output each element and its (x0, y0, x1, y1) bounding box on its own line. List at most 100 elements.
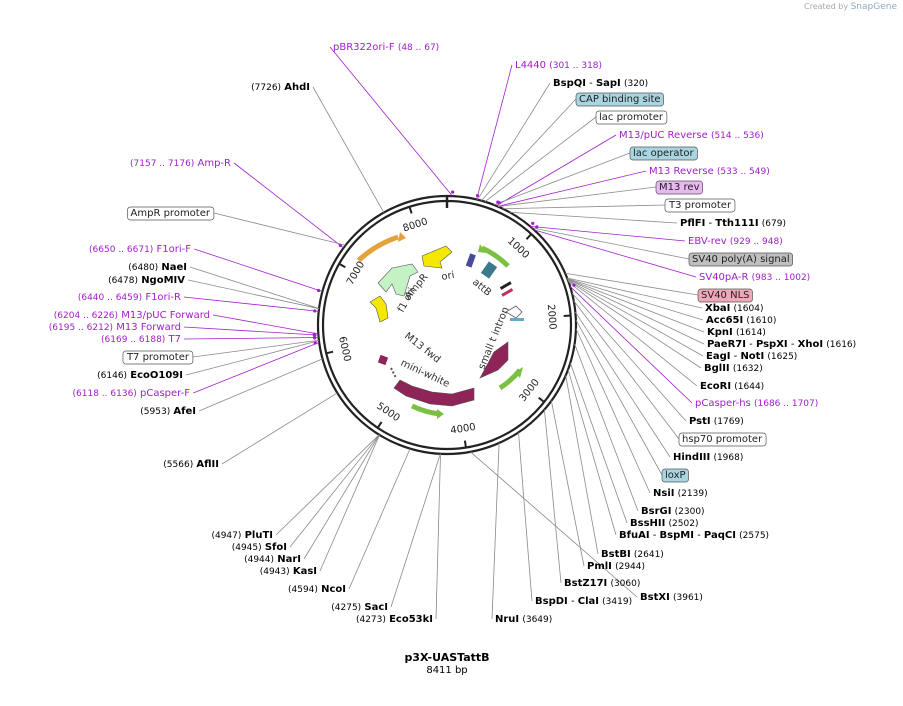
svg-text:BstZ17I (3060): BstZ17I (3060) (564, 578, 640, 589)
label-name: Eco53kI (389, 614, 433, 625)
label-kpni: KpnI (1614) (707, 327, 766, 338)
label-range: (1686 .. 1707) (754, 399, 818, 409)
label-name: NgoMIV (141, 275, 185, 286)
ori-label: ori (441, 270, 456, 283)
leader-line (544, 409, 562, 584)
label-acc65i: Acc65I (1610) (706, 315, 776, 326)
tick-label: 7000 (345, 260, 367, 288)
label-ampr-promoter: AmpR promoter (127, 206, 215, 221)
leader-line (575, 319, 663, 476)
label-m13-puc-reverse: M13/pUC Reverse (514 .. 536) (619, 130, 764, 141)
label-pos: (4947) (211, 531, 241, 541)
label-range: (301 .. 318) (549, 61, 602, 71)
feature-arcs (356, 232, 524, 419)
label-pmli: PmlI (2944) (587, 561, 645, 572)
label-pos: (3649) (522, 615, 552, 625)
label-name: AhdI (284, 82, 310, 93)
svg-text:(5566) AflII: (5566) AflII (163, 459, 219, 470)
label-sv40pa-r: SV40pA-R (983 .. 1002) (699, 272, 810, 283)
label-pos: (2139) (678, 489, 708, 499)
label-extra: PspXI (756, 339, 788, 350)
label-pos: (1616) (826, 340, 856, 350)
primer-mark (497, 201, 501, 205)
label-pos: (4945) (232, 543, 262, 553)
separator: - (568, 596, 578, 607)
svg-text:EcoRI (1644): EcoRI (1644) (700, 381, 764, 392)
svg-text:pBR322ori-F (48 .. 67): pBR322ori-F (48 .. 67) (333, 42, 439, 53)
label-pos: (2300) (675, 507, 705, 517)
svg-text:(7157 .. 7176) Amp-R: (7157 .. 7176) Amp-R (130, 158, 231, 169)
label-name: pCasper-F (140, 388, 190, 399)
leader-line (275, 434, 380, 536)
leader-line (183, 337, 319, 340)
snapgene-credit: Created by SnapGene (804, 2, 897, 12)
label-ebv-rev: EBV-rev (929 .. 948) (688, 236, 783, 247)
svg-text:(4945) SfoI: (4945) SfoI (232, 542, 287, 553)
leader-line (289, 434, 380, 548)
label-naei: (6480) NaeI (128, 262, 187, 273)
label-ahdi: (7726) AhdI (251, 82, 310, 93)
label-pcasper-hs: pCasper-hs (1686 .. 1707) (695, 398, 818, 409)
primer-mark (313, 341, 317, 345)
leader-line (213, 212, 346, 246)
label-range: (929 .. 948) (730, 237, 783, 247)
label-name: NaeI (161, 262, 187, 273)
f1-ori-feature (377, 263, 419, 297)
svg-text:PmlI (2944): PmlI (2944) (587, 561, 645, 572)
label-bstxi: BstXI (3961) (640, 592, 703, 603)
label-name: lac operator (633, 148, 694, 159)
leader-line (567, 280, 702, 369)
label-box (688, 252, 794, 267)
svg-text:T3 promoter: T3 promoter (668, 200, 732, 211)
label-xbai: XbaI (1604) (705, 303, 763, 314)
label-pos: (4594) (288, 585, 318, 595)
leader-line (493, 152, 631, 206)
label-name: SV40 NLS (701, 290, 750, 301)
svg-text:L4440 (301 .. 318): L4440 (301 .. 318) (515, 60, 602, 71)
label-range: (6204 .. 6226) (54, 311, 118, 321)
tick-mark (538, 396, 545, 403)
label-range: (48 .. 67) (398, 43, 439, 53)
leader-line (569, 286, 693, 404)
svg-text:BglII (1632): BglII (1632) (704, 363, 763, 374)
label-name: BfuAI (619, 530, 650, 541)
label-range: (514 .. 536) (711, 131, 764, 141)
ampr-feature (369, 295, 389, 323)
label-range: (6650 .. 6671) (89, 245, 153, 255)
label-f1ori-r: (6440 .. 6459) F1ori-R (78, 292, 181, 303)
primer-mark (338, 243, 342, 248)
label-box (655, 180, 703, 195)
separator: - (650, 530, 660, 541)
label-bstbi: BstBI (2641) (601, 549, 664, 560)
feature-labels: pBR322ori-F (48 .. 67) L4440 (301 .. 318)… (49, 42, 856, 625)
tick-label: 8000 (402, 216, 430, 234)
label-t3-promoter: T3 promoter (664, 198, 736, 213)
label-pos: (5566) (163, 460, 193, 470)
leader-line (491, 442, 500, 620)
svg-text:HindIII (1968): HindIII (1968) (673, 452, 743, 463)
label-name: AfeI (173, 406, 196, 417)
tick-mark (563, 314, 571, 318)
ori-feature (421, 245, 453, 269)
t7-arc-head (437, 409, 444, 419)
primer-mark (316, 288, 321, 293)
leader-line (574, 343, 639, 512)
svg-text:lac operator: lac operator (633, 148, 694, 159)
label-bfuai: BfuAI - BspMI - PaqCI (2575) (619, 530, 769, 541)
attb-mark-2 (501, 288, 514, 297)
leader-line (184, 296, 319, 312)
label-name: M13 Reverse (649, 166, 714, 177)
label-pos: (4275) (331, 603, 361, 613)
leader-line (390, 453, 441, 608)
label-name: BstBI (601, 549, 631, 560)
svg-text:M13 Reverse (533 .. 549): M13 Reverse (533 .. 549) (649, 166, 770, 177)
label-hindiii: HindIII (1968) (673, 452, 743, 463)
mini-white-link (390, 367, 397, 379)
svg-text:pCasper-hs (1686 .. 1707): pCasper-hs (1686 .. 1707) (695, 398, 818, 409)
label-ngomiv: (6478) NgoMIV (108, 275, 185, 286)
plasmid-name: p3X-UASTattB (404, 651, 489, 664)
ampr-arc (356, 234, 399, 263)
label-m13-forward: (6195 .. 6212) M13 Forward (49, 322, 181, 333)
label-lac-promoter: lac promoter (595, 110, 668, 125)
primer-mark (313, 309, 317, 313)
